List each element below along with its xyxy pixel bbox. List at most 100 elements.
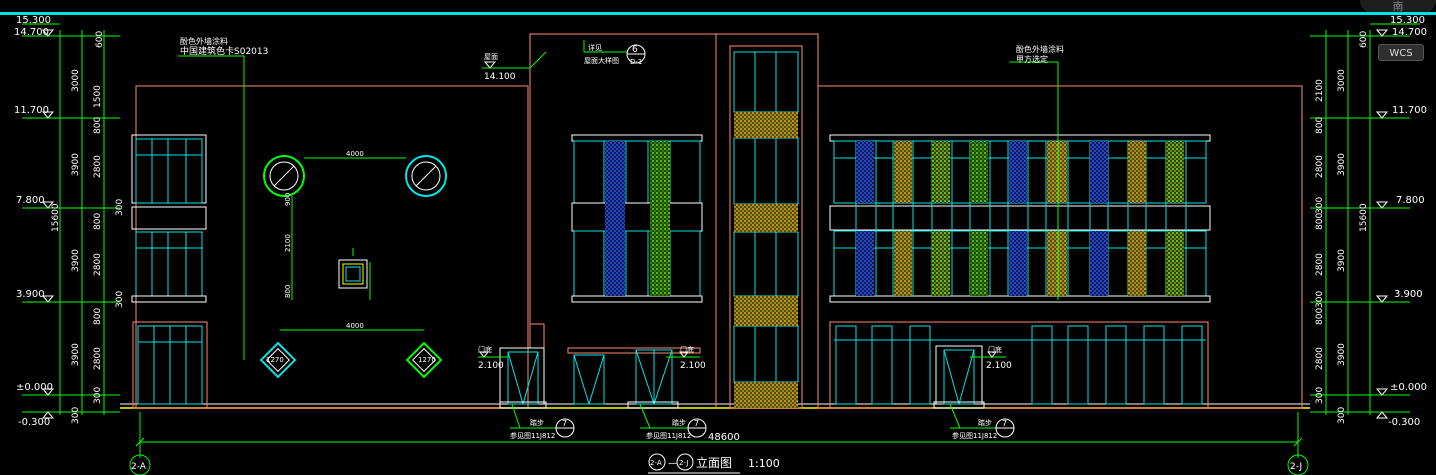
dim-left-3900b: 3900 — [71, 249, 81, 272]
level-right-0000: ±0.000 — [1390, 382, 1427, 393]
stair-panel-1 — [734, 112, 798, 138]
dim-left-800c: 800 — [93, 308, 103, 325]
dim-right-3900c: 3900 — [1337, 343, 1347, 366]
axis-right-label: 2-J — [1290, 462, 1302, 472]
dim-right-3900b: 3900 — [1337, 249, 1347, 272]
left-dimension-stack — [22, 23, 120, 415]
door-level-3: 门底 2.100 — [970, 345, 1012, 371]
left-finish-leader — [178, 55, 245, 158]
entrance-doors — [499, 347, 701, 409]
level-left-14700: 14.700 — [14, 27, 49, 38]
roof-level-marker: 屋面 14.100 — [482, 51, 547, 82]
title-axis-from: 2-A — [650, 459, 662, 467]
right-block-ground-windows — [835, 325, 1203, 409]
level-right-14700: 14.700 — [1392, 27, 1427, 38]
dim-left-2800c: 2800 — [93, 347, 103, 370]
door-small-2: 门底 — [680, 345, 694, 354]
dim-left-3000: 3000 — [71, 69, 81, 92]
dim-small-b: 2100 — [284, 234, 292, 252]
dim-right-2800b: 2800 — [1315, 253, 1325, 276]
dim-right-300a: 300 — [1315, 197, 1325, 214]
title-axis-to: 2-J — [679, 459, 688, 467]
viewport-top-border — [0, 12, 1436, 15]
step-note-2: 参见图11J812 — [646, 431, 691, 440]
diamond-window-left — [259, 341, 297, 379]
dim-diamond-spacing: 4000 — [346, 322, 364, 330]
dim-right-600: 600 — [1359, 31, 1369, 48]
level-right-0300: -0.300 — [1388, 417, 1420, 428]
step-word-1: 踏步 — [530, 418, 544, 427]
right-block-panels-upper — [856, 141, 1184, 203]
right-finish-note-1: 酚色外墙涂料 — [1016, 44, 1064, 54]
dim-small-a: 900 — [284, 193, 292, 206]
step-ref-3: 7 — [1002, 419, 1007, 428]
roof-level-label: 14.100 — [484, 72, 516, 82]
roof-small-label: 屋面 — [484, 53, 498, 61]
wcs-button[interactable]: WCS — [1378, 44, 1424, 61]
title-scale: 1:100 — [748, 457, 780, 470]
dim-right-2100: 2100 — [1315, 79, 1325, 102]
door-level-2: 门底 2.100 — [666, 345, 706, 371]
dim-right-800c: 800 — [1315, 308, 1325, 325]
level-right-15300: 15.300 — [1390, 15, 1425, 26]
dim-left-3900c: 3900 — [71, 343, 81, 366]
dim-right-3900a: 3900 — [1337, 153, 1347, 176]
stair-panel-4 — [734, 382, 798, 408]
level-right-7800: 7.800 — [1396, 195, 1425, 206]
dim-right-800a: 800 — [1315, 117, 1325, 134]
left-finish-note-2: 中国建筑色卡S02013 — [180, 45, 268, 57]
dim-right-800b: 800 — [1315, 213, 1325, 230]
dim-right-300d: 300 — [1337, 407, 1347, 424]
left-finish-note-1: 酚色外墙涂料 — [180, 36, 228, 46]
dim-right-15600: 15600 — [1359, 203, 1369, 232]
level-left-0300: -0.300 — [18, 417, 50, 428]
dim-left-2800a: 2800 — [93, 155, 103, 178]
level-left-3900: 3.900 — [16, 289, 45, 300]
stair-panel-3 — [734, 296, 798, 326]
door-level-text-3: 2.100 — [986, 361, 1012, 371]
panel-green-center — [650, 141, 670, 296]
dim-left-300a: 300 — [115, 199, 125, 216]
step-note-1: 参见图11J812 — [510, 431, 555, 440]
door-small-1: 门底 — [478, 345, 492, 354]
detail-note-2: 屋面大样图 — [584, 56, 619, 65]
detail-ref-number: 6 — [632, 45, 638, 55]
viewcube-compass[interactable]: 南 — [1360, 0, 1436, 14]
dim-left-1500: 1500 — [93, 85, 103, 108]
door-level-1: 门底 2.100 — [478, 345, 508, 371]
dim-small-c: 800 — [284, 285, 292, 298]
bottom-dimension — [135, 412, 1303, 458]
dim-right-2800a: 2800 — [1315, 155, 1325, 178]
dim-right-300b: 300 — [1315, 291, 1325, 308]
dim-left-15600: 15600 — [51, 203, 61, 232]
dim-right-300c: 300 — [1315, 387, 1325, 404]
dim-right-3000: 3000 — [1337, 69, 1347, 92]
square-window — [338, 259, 368, 289]
round-window-right — [405, 155, 447, 197]
right-finish-note-2: 甲方选定 — [1016, 54, 1048, 64]
step-ref-1: 7 — [562, 419, 567, 428]
level-right-3900: 3.900 — [1394, 289, 1423, 300]
dim-circle-spacing: 4000 — [346, 150, 364, 158]
step-note-3: 参见图11J812 — [952, 431, 997, 440]
axis-bubble-right: 2-J — [1287, 454, 1309, 475]
step-callout-3: 踏步 7 参见图11J812 — [949, 403, 1015, 440]
bottom-dimension-text: 48600 — [708, 432, 740, 443]
left-block-dims — [243, 157, 424, 360]
title-text: 立面图 — [696, 455, 732, 470]
detail-note-1: 详见 — [588, 43, 602, 52]
right-finish-leader — [1010, 61, 1059, 300]
level-left-11700: 11.700 — [14, 105, 49, 116]
dim-left-800b: 800 — [93, 213, 103, 230]
dim-diamond-a: 1270 — [266, 356, 284, 364]
dim-left-300c: 300 — [93, 387, 103, 404]
round-window-left — [263, 155, 305, 197]
right-dimension-stack — [1310, 23, 1420, 415]
door-level-text-2: 2.100 — [680, 361, 706, 371]
diamond-window-right — [405, 341, 443, 379]
detail-sheet: D-1 — [630, 58, 642, 66]
level-left-7800: 7.800 — [16, 195, 45, 206]
dim-left-300b: 300 — [115, 291, 125, 308]
dim-left-300d: 300 — [71, 407, 81, 424]
